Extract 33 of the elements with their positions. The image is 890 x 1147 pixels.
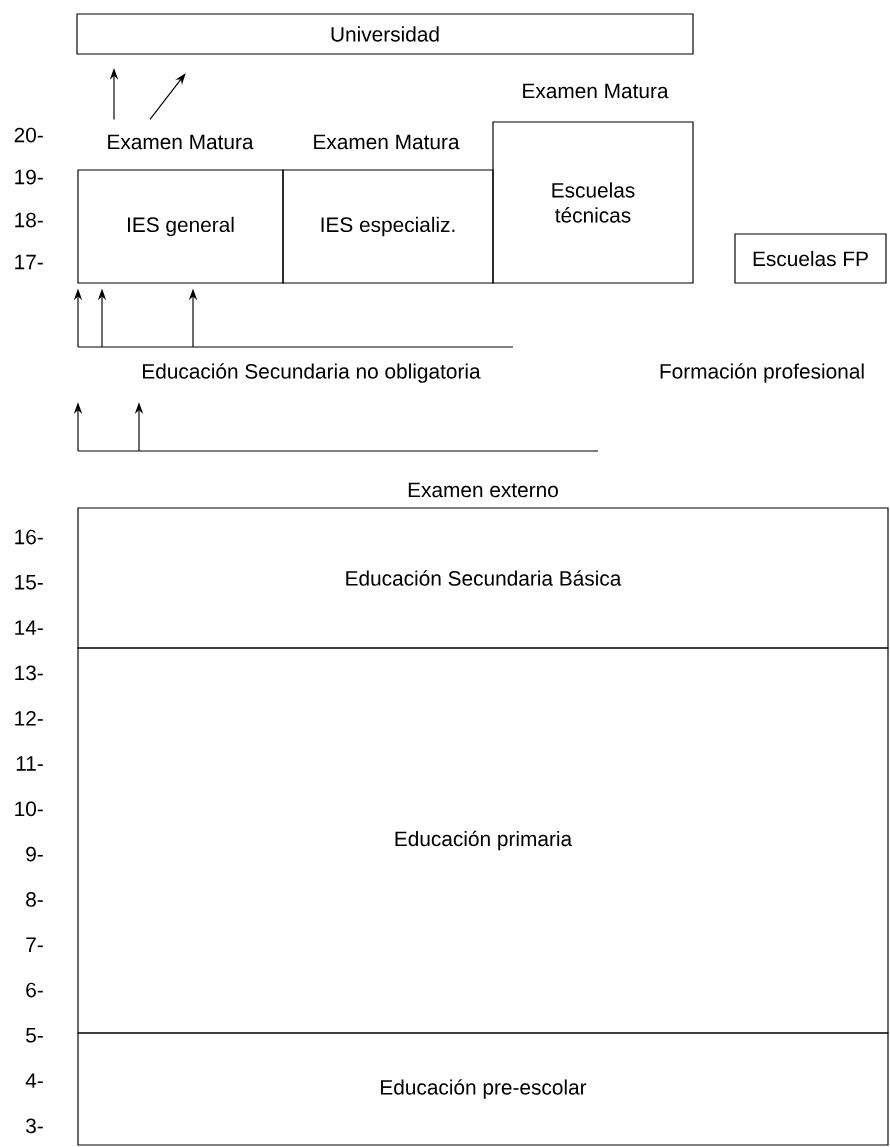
- bracket-label: Examen externo: [77, 450, 599, 498]
- age-label: 11-: [16, 756, 43, 771]
- exam-label: Examen Matura: [108, 134, 254, 150]
- level-box: Educación Secundaria Básica: [77, 507, 889, 649]
- level-box: Universidad: [76, 13, 694, 55]
- level-box: Educación primaria: [77, 647, 889, 1034]
- age-label: 17-: [15, 254, 43, 270]
- age-label: 3-: [26, 1118, 43, 1134]
- age-label: 6-: [26, 982, 43, 998]
- bracket-label: Educación Secundaria no obligatoria: [77, 346, 514, 383]
- level-box: Educación pre-escolar: [77, 1032, 889, 1146]
- age-label: 4-: [25, 1073, 43, 1088]
- level-box: IES general: [77, 169, 284, 284]
- exam-label: Examen Matura: [314, 134, 460, 150]
- age-label: 9-: [26, 846, 43, 862]
- level-box: Escuelas FP: [734, 233, 887, 284]
- arrow: [149, 73, 186, 120]
- age-label: 19-: [15, 169, 43, 185]
- level-box: Escuelas técnicas: [492, 121, 694, 284]
- age-label: 18-: [15, 212, 43, 228]
- age-label: 13-: [15, 665, 43, 681]
- age-label: 10-: [15, 801, 43, 817]
- track-label: Formación profesional: [660, 363, 864, 383]
- age-label: 7-: [26, 937, 43, 952]
- age-label: 12-: [15, 710, 43, 726]
- age-label: 16-: [15, 529, 43, 545]
- level-box: IES especializ.: [282, 169, 494, 284]
- age-label: 14-: [15, 620, 43, 635]
- age-label: 20-: [14, 127, 43, 143]
- exam-label: Examen Matura: [523, 83, 669, 99]
- age-label: 15-: [15, 575, 43, 590]
- age-label: 5-: [26, 1028, 43, 1043]
- age-label: 8-: [26, 892, 43, 907]
